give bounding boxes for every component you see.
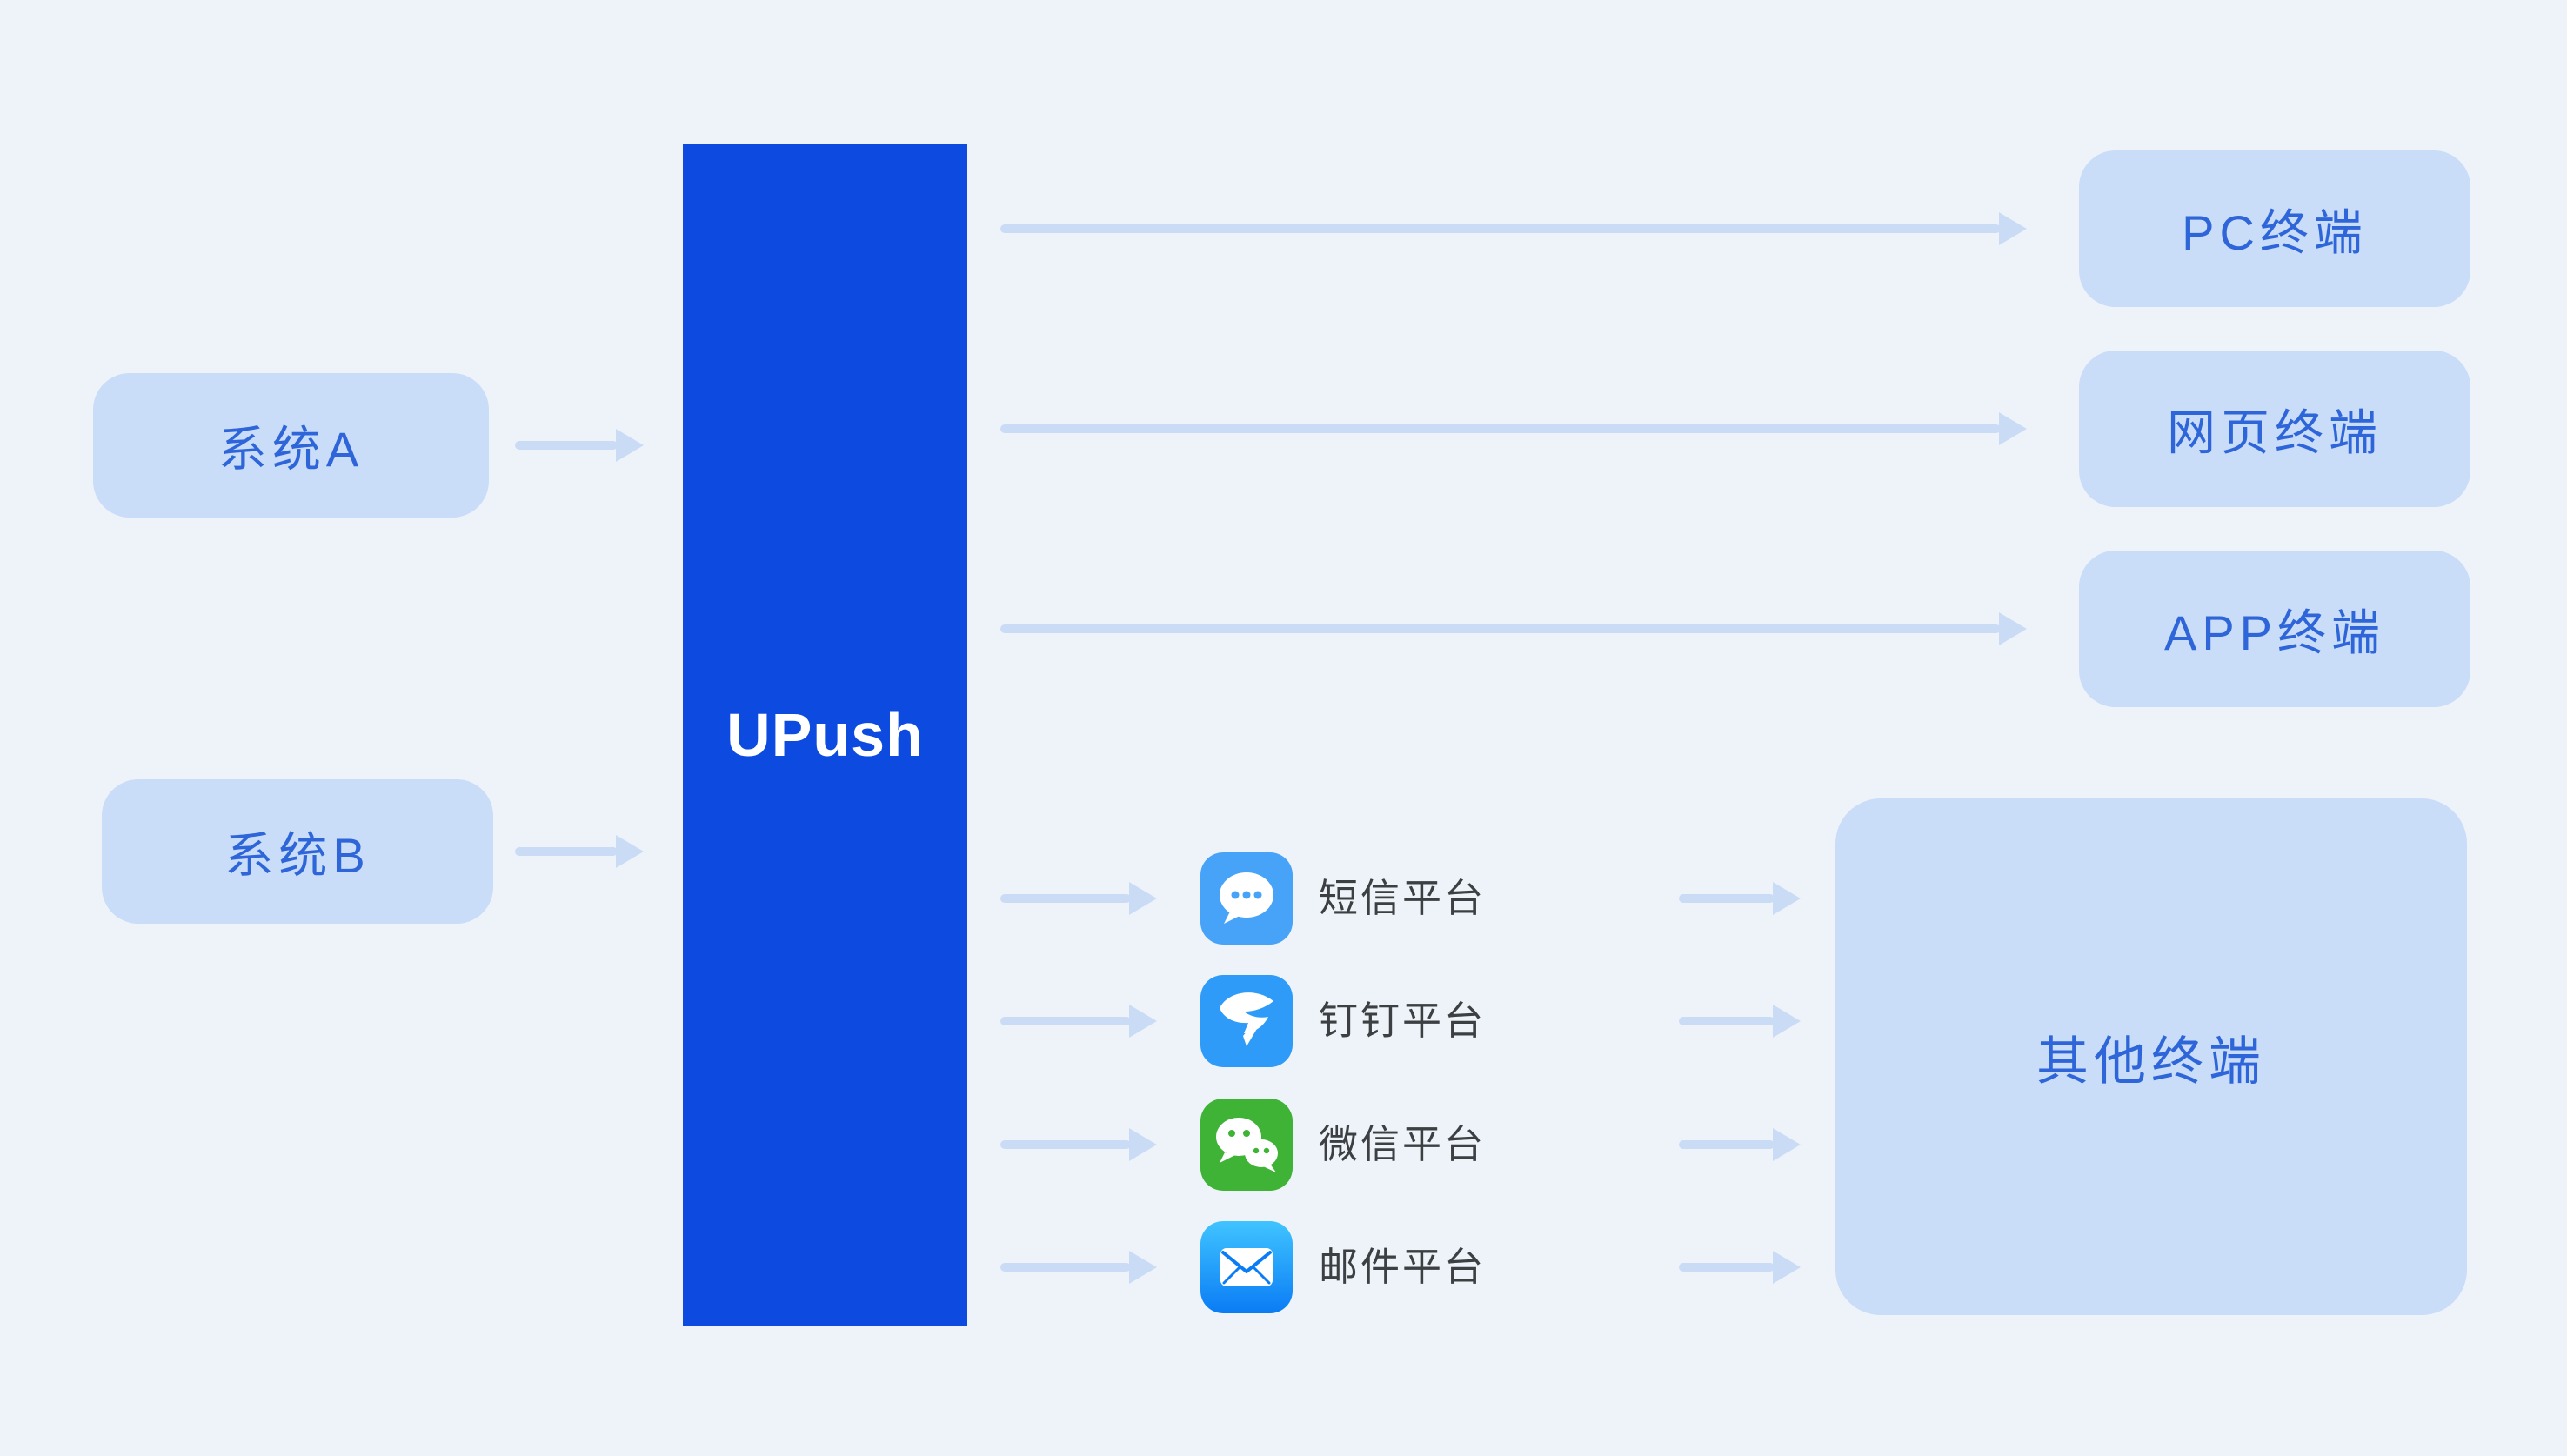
node-app-terminal: APP终端	[2079, 551, 2470, 707]
node-upush-label: UPush	[726, 701, 924, 769]
arrow-upush-to-dingtalk-platform	[1000, 1017, 1131, 1025]
dingtalk-platform-label: 钉钉平台	[1319, 998, 1487, 1043]
node-other-terminal: 其他终端	[1835, 798, 2467, 1315]
node-system-b: 系统B	[102, 779, 493, 924]
arrow-upush-to-web-terminal	[1000, 424, 2001, 433]
node-pc-terminal: PC终端	[2079, 150, 2470, 307]
wechat-platform-label: 微信平台	[1319, 1122, 1487, 1166]
node-web-terminal-label: 网页终端	[2167, 404, 2383, 460]
arrow-upush-to-wechat-platform	[1000, 1140, 1131, 1149]
node-system-a: 系统A	[93, 373, 489, 518]
wechat-icon	[1200, 1099, 1293, 1191]
node-system-a-label: 系统A	[217, 421, 364, 477]
node-pc-terminal-label: PC终端	[2182, 204, 2368, 260]
arrow-dingtalk-platform-to-other-terminal	[1679, 1017, 1775, 1025]
sms-icon	[1200, 852, 1293, 945]
mail-platform-label: 邮件平台	[1319, 1245, 1487, 1289]
arrow-sms-platform-to-other-terminal	[1679, 894, 1775, 903]
node-web-terminal: 网页终端	[2079, 351, 2470, 507]
arrow-mail-platform-to-other-terminal	[1679, 1263, 1775, 1272]
arrow-upush-to-mail-platform	[1000, 1263, 1131, 1272]
arrow-system-b-to-upush	[515, 847, 618, 856]
sms-platform-label: 短信平台	[1319, 876, 1487, 920]
arrow-upush-to-pc-terminal	[1000, 224, 2001, 233]
arrow-system-a-to-upush	[515, 441, 618, 450]
mail-icon	[1200, 1221, 1293, 1313]
arrow-upush-to-sms-platform	[1000, 894, 1131, 903]
arrow-upush-to-app-terminal	[1000, 624, 2001, 633]
dingtalk-icon	[1200, 975, 1293, 1067]
node-other-terminal-label: 其他终端	[2036, 1032, 2266, 1091]
node-upush-hub: UPush	[683, 144, 967, 1326]
arrow-wechat-platform-to-other-terminal	[1679, 1140, 1775, 1149]
node-system-b-label: 系统B	[224, 827, 371, 883]
node-app-terminal-label: APP终端	[2163, 604, 2386, 660]
